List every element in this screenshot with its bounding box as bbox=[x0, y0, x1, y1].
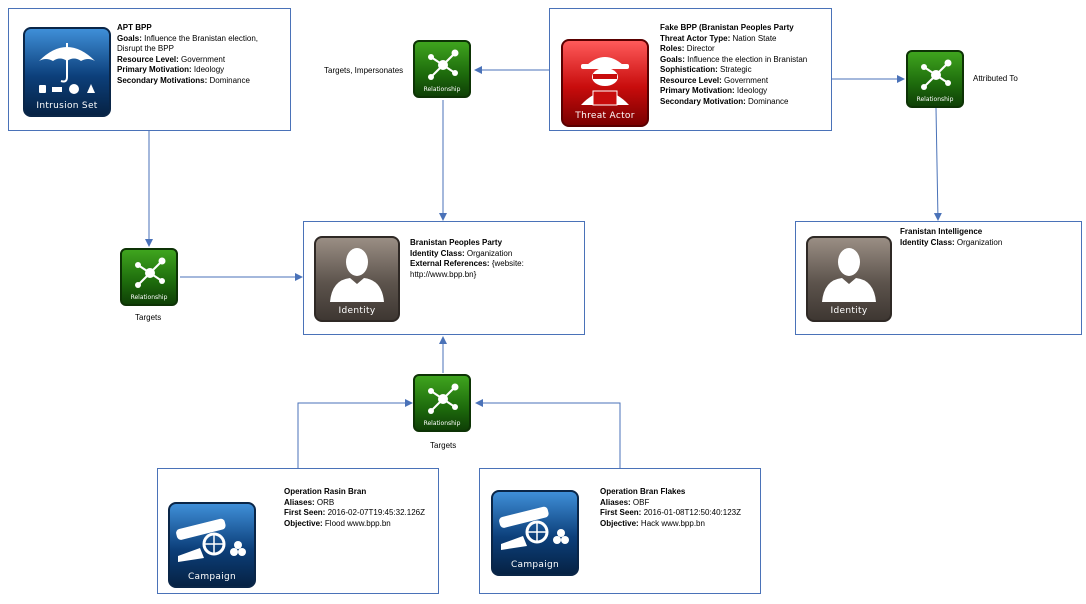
threat-actor-type-value: Nation State bbox=[732, 33, 777, 43]
edge-flakes-to-relationship bbox=[475, 399, 621, 468]
relationship-label: Relationship bbox=[916, 96, 954, 103]
identity-icon: Identity bbox=[806, 236, 892, 322]
bpp-identity-info: Branistan Peoples Party Identity Class: … bbox=[410, 238, 524, 280]
relationship-graph-icon bbox=[428, 383, 459, 414]
identity-class-label: Identity Class: bbox=[900, 237, 955, 247]
intrusion-set-label: Intrusion Set bbox=[36, 101, 98, 111]
threat-actor-icon: Threat Actor bbox=[561, 39, 649, 127]
secondary-motivation-value: Dominance bbox=[209, 75, 250, 85]
secondary-motivation-value: Dominance bbox=[748, 96, 789, 106]
apt-bpp-info: APT BPP Goals: Influence the Branistan e… bbox=[117, 23, 258, 86]
relationship-targets-left[interactable]: Relationship bbox=[120, 248, 178, 306]
goals-label: Goals: bbox=[117, 33, 142, 43]
secondary-motivation-label: Secondary Motivation: bbox=[660, 96, 746, 106]
resource-value: Government bbox=[724, 75, 769, 85]
resource-value: Government bbox=[181, 54, 226, 64]
first-seen-label: First Seen: bbox=[600, 508, 642, 517]
resource-label: Resource Level: bbox=[117, 54, 179, 64]
external-references-label: External References: bbox=[410, 259, 490, 268]
relationship-graph-icon bbox=[428, 49, 459, 80]
op-rasin-box[interactable]: Campaign Operation Rasin Bran Aliases: O… bbox=[157, 468, 439, 594]
relationship-targets-impersonates[interactable]: Relationship bbox=[413, 40, 471, 98]
identity-class-label: Identity Class: bbox=[410, 248, 465, 258]
caption-targets-bottom: Targets bbox=[430, 441, 457, 450]
threat-actor-type-label: Threat Actor Type: bbox=[660, 33, 731, 43]
sophistication-label: Sophistication: bbox=[660, 65, 718, 74]
op-rasin-info: Operation Rasin Bran Aliases: ORB First … bbox=[284, 487, 425, 529]
aliases-value: ORB bbox=[316, 497, 335, 507]
primary-motivation-label: Primary Motivation: bbox=[660, 86, 735, 95]
aliases-value: OBF bbox=[632, 497, 650, 507]
goals-value: Influence the election in Branistan bbox=[687, 54, 808, 64]
fake-bpp-name: Fake BPP (Branistan Peoples Party bbox=[660, 23, 794, 32]
edge-attributed-to-franistan bbox=[933, 107, 942, 221]
campaign-label: Campaign bbox=[510, 560, 560, 570]
secondary-motivation-label: Secondary Motivations: bbox=[117, 75, 208, 85]
op-flakes-name: Operation Bran Flakes bbox=[600, 487, 686, 496]
op-flakes-box[interactable]: Campaign Operation Bran Flakes Aliases: … bbox=[479, 468, 761, 594]
identity-icon: Identity bbox=[314, 236, 400, 322]
fake-bpp-box[interactable]: Threat Actor Fake BPP (Branistan Peoples… bbox=[549, 8, 832, 131]
sophistication-value: Strategic bbox=[720, 65, 752, 74]
relationship-targets-bottom[interactable]: Relationship bbox=[413, 374, 471, 432]
roles-value: Director bbox=[686, 44, 715, 53]
goals-label: Goals: bbox=[660, 54, 685, 64]
relationship-label: Relationship bbox=[423, 420, 461, 427]
relationship-attributed-to[interactable]: Relationship bbox=[906, 50, 964, 108]
objective-value: Flood www.bpp.bn bbox=[324, 518, 391, 528]
franistan-info: Franistan Intelligence Identity Class: O… bbox=[900, 227, 1002, 248]
caption-attributed-to: Attributed To bbox=[973, 74, 1018, 83]
external-references-value-cont: http://www.bpp.bn} bbox=[410, 269, 477, 279]
intrusion-set-icon: Intrusion Set bbox=[23, 27, 111, 117]
op-flakes-info: Operation Bran Flakes Aliases: OBF First… bbox=[600, 487, 741, 529]
identity-label: Identity bbox=[338, 306, 376, 316]
primary-motivation-value: Ideology bbox=[736, 86, 768, 95]
franistan-name: Franistan Intelligence bbox=[900, 227, 983, 236]
bpp-identity-box[interactable]: Identity Branistan Peoples Party Identit… bbox=[303, 221, 585, 335]
relationship-graph-icon bbox=[921, 59, 952, 90]
campaign-icon: Campaign bbox=[491, 490, 579, 576]
relationship-graph-icon bbox=[135, 257, 166, 288]
primary-motivation-value: Ideology bbox=[193, 65, 225, 74]
identity-class-value: Organization bbox=[956, 237, 1003, 247]
bpp-identity-name: Branistan Peoples Party bbox=[410, 238, 503, 247]
op-rasin-name: Operation Rasin Bran bbox=[284, 487, 367, 496]
resource-label: Resource Level: bbox=[660, 75, 722, 85]
threat-actor-label: Threat Actor bbox=[575, 111, 635, 121]
caption-targets-impersonates: Targets, Impersonates bbox=[324, 66, 404, 75]
roles-label: Roles: bbox=[660, 44, 685, 53]
identity-label: Identity bbox=[830, 306, 868, 316]
franistan-box[interactable]: Identity Franistan Intelligence Identity… bbox=[795, 221, 1082, 335]
external-references-value: {website: bbox=[491, 259, 524, 268]
apt-bpp-box[interactable]: Intrusion Set APT BPP Goals: Influence t… bbox=[8, 8, 291, 131]
fake-bpp-info: Fake BPP (Branistan Peoples Party Threat… bbox=[660, 23, 807, 107]
primary-motivation-label: Primary Motivation: bbox=[117, 65, 192, 74]
goals-value: Influence the Branistan election, bbox=[144, 33, 258, 43]
campaign-label: Campaign bbox=[187, 572, 237, 582]
identity-class-value: Organization bbox=[466, 248, 513, 258]
objective-label: Objective: bbox=[284, 518, 323, 528]
campaign-icon: Campaign bbox=[168, 502, 256, 588]
aliases-label: Aliases: bbox=[600, 497, 631, 507]
caption-targets-left: Targets bbox=[135, 313, 162, 322]
objective-value: Hack www.bpp.bn bbox=[640, 518, 705, 528]
relationship-label: Relationship bbox=[130, 294, 168, 301]
first-seen-value: 2016-02-07T19:45:32.126Z bbox=[327, 508, 425, 517]
first-seen-value: 2016-01-08T12:50:40:123Z bbox=[643, 508, 741, 517]
first-seen-label: First Seen: bbox=[284, 508, 326, 517]
objective-label: Objective: bbox=[600, 518, 639, 528]
relationship-label: Relationship bbox=[423, 86, 461, 93]
goals-value-cont: Disrupt the BPP bbox=[117, 44, 174, 53]
apt-bpp-name: APT BPP bbox=[117, 23, 152, 32]
edge-rasin-to-relationship bbox=[297, 399, 413, 468]
aliases-label: Aliases: bbox=[284, 497, 315, 507]
